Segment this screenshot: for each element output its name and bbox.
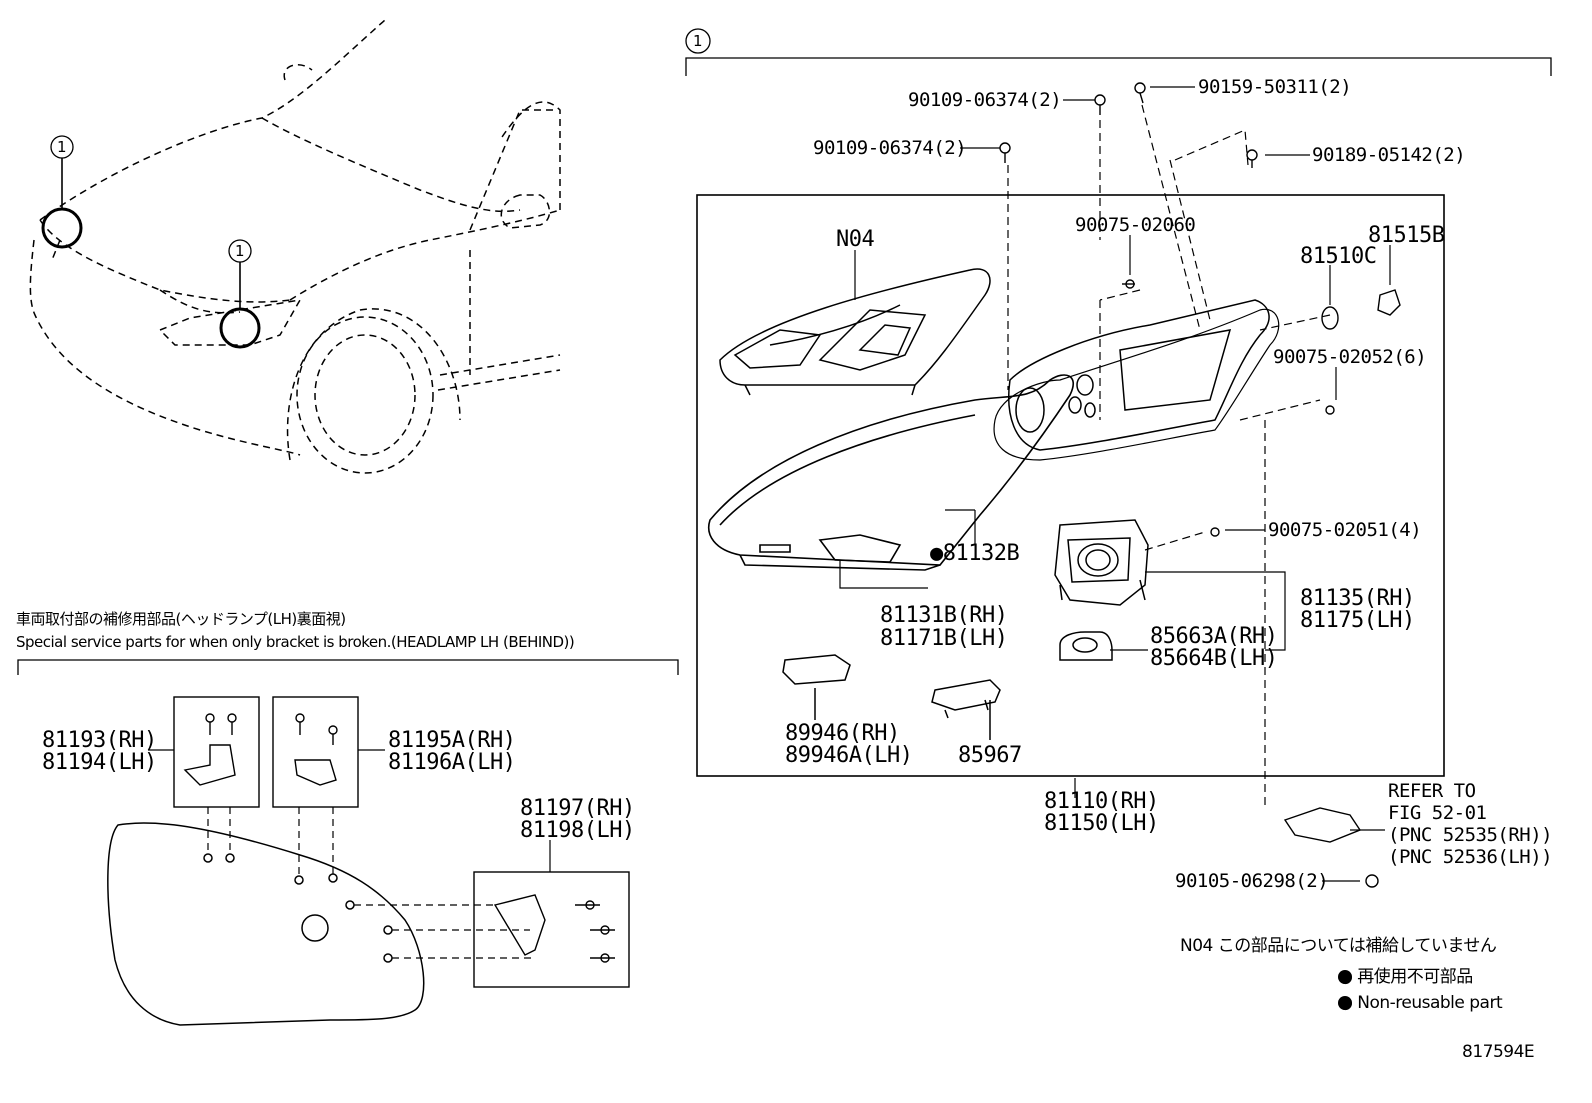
label-90189-05142: 90189-05142(2): [1312, 144, 1466, 166]
figure-id: 817594E: [1462, 1042, 1535, 1062]
label-pnc-52535: (PNC 52535(RH)): [1388, 824, 1553, 846]
label-85664b: 85664B(LH): [1150, 646, 1278, 671]
label-90109-06374-a: 90109-06374(2): [908, 89, 1062, 111]
label-90075-02060: 90075-02060: [1075, 214, 1196, 236]
label-81132b: ●81132B: [930, 541, 1020, 566]
label-89946a: 89946A(LH): [785, 743, 913, 768]
label-85663a: 85663A(RH): [1150, 624, 1278, 649]
label-90159-50311: 90159-50311(2): [1198, 76, 1352, 98]
label-81131b: 81131B(RH): [880, 603, 1008, 628]
callout-1-b: 1: [235, 242, 245, 260]
label-n04: N04: [836, 227, 875, 252]
headlamp-lens: [708, 374, 1074, 571]
assembly-box: [696, 194, 1445, 777]
label-89946: 89946(RH): [785, 721, 900, 746]
headlamp-housing-n04: [719, 268, 991, 396]
label-81135: 81135(RH): [1300, 586, 1415, 611]
special-service-title-jp: 車両取付部の補修用部品(ヘッドランプ(LH)裏面視): [16, 610, 346, 628]
label-81510c: 81510C: [1300, 244, 1377, 269]
headlamp-location-lh: [219, 307, 261, 349]
label-81197: 81197(RH): [520, 796, 635, 821]
fasteners: [999, 82, 1401, 888]
projector-unit: [1054, 519, 1149, 606]
label-fig-52-01: FIG 52-01: [1388, 802, 1487, 824]
label-81110: 81110(RH): [1044, 789, 1159, 814]
headlamp-back-view: [107, 822, 425, 1026]
label-81198: 81198(LH): [520, 818, 635, 843]
label-81194: 81194(LH): [42, 750, 157, 775]
special-service-title-en: Special service parts for when only brac…: [16, 633, 575, 651]
car-front-view: [29, 19, 561, 474]
label-pnc-52536: (PNC 52536(LH)): [1388, 846, 1553, 868]
actuator-85967: [931, 679, 1001, 740]
callout-1-c: 1: [693, 32, 703, 50]
bracket-52535: [1283, 807, 1362, 843]
label-81196a: 81196A(LH): [388, 750, 516, 775]
label-90075-02052: 90075-02052(6): [1273, 346, 1427, 368]
label-85967: 85967: [958, 743, 1022, 768]
led-module: [1059, 631, 1113, 661]
headlamp-housing-body: [1008, 299, 1270, 451]
note-nonreusable-en: ● Non-reusable part: [1338, 993, 1503, 1013]
label-81150: 81150(LH): [1044, 811, 1159, 836]
callout-1-a: 1: [57, 138, 67, 156]
label-90109-06374-b: 90109-06374(2): [813, 137, 967, 159]
label-90075-02051: 90075-02051(4): [1268, 519, 1422, 541]
note-nonreusable-jp: ● 再使用不可部品: [1338, 967, 1473, 987]
label-90105-06298: 90105-06298(2): [1175, 870, 1329, 892]
label-81193: 81193(RH): [42, 728, 157, 753]
label-81171b: 81171B(LH): [880, 626, 1008, 651]
label-81195a: 81195A(RH): [388, 728, 516, 753]
label-81175: 81175(LH): [1300, 608, 1415, 633]
label-81515b: 81515B: [1368, 223, 1445, 248]
note-n04: N04 この部品については補給していません: [1180, 936, 1497, 956]
label-refer-to: REFER TO: [1388, 780, 1476, 802]
gasket: [993, 308, 1280, 461]
control-module: [782, 654, 851, 720]
